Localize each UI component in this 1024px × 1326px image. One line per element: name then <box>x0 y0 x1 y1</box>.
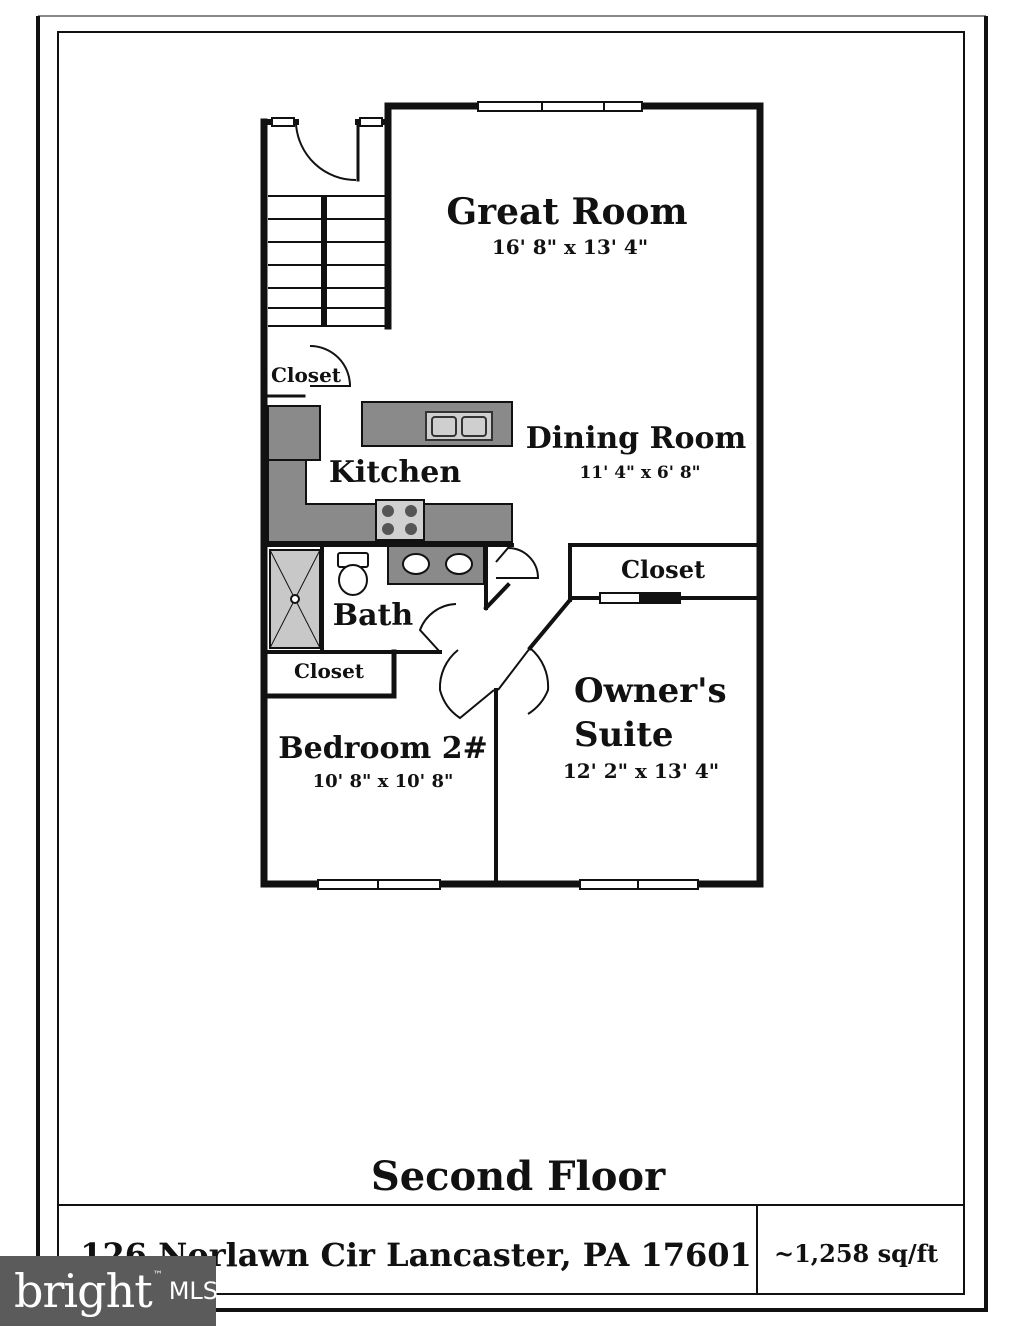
owners-suite-label-line2: Suite <box>574 715 674 755</box>
door-swings <box>295 123 550 720</box>
kitchen-sink-icon <box>425 411 493 441</box>
great-room-dims: 16' 8" x 13' 4" <box>492 235 648 259</box>
bedroom2-dims: 10' 8" x 10' 8" <box>313 771 454 792</box>
floor-title: Second Floor <box>371 1153 666 1200</box>
closet-label-bedroom: Closet <box>294 659 365 683</box>
shower-icon <box>269 549 321 649</box>
kitchen-label: Kitchen <box>329 455 461 490</box>
square-footage: ~1,258 sq/ft <box>774 1239 938 1268</box>
owners-suite-label-line1: Owner's <box>574 671 727 711</box>
great-room-label: Great Room <box>446 191 687 233</box>
sheet-frame <box>36 15 988 1312</box>
closet-label-kitchen: Closet <box>271 363 342 387</box>
logo-bright-text: bright <box>14 1264 153 1318</box>
bath-label: Bath <box>333 598 414 633</box>
logo-mls-text: MLS <box>168 1277 219 1305</box>
bright-mls-logo: bright ™ MLS <box>0 1256 219 1326</box>
windows <box>271 101 699 890</box>
stove-icon <box>375 499 425 541</box>
stairs <box>268 195 386 327</box>
vanity-sinks-icon <box>402 553 473 575</box>
toilet-icon <box>337 552 369 596</box>
logo-trademark: ™ <box>152 1270 163 1281</box>
dining-room-label: Dining Room <box>526 421 747 456</box>
closet-label-suite: Closet <box>621 555 705 584</box>
owners-suite-dims: 12' 2" x 13' 4" <box>563 759 719 783</box>
dining-room-dims: 11' 4" x 6' 8" <box>579 463 700 483</box>
bedroom2-label: Bedroom 2# <box>278 731 487 766</box>
